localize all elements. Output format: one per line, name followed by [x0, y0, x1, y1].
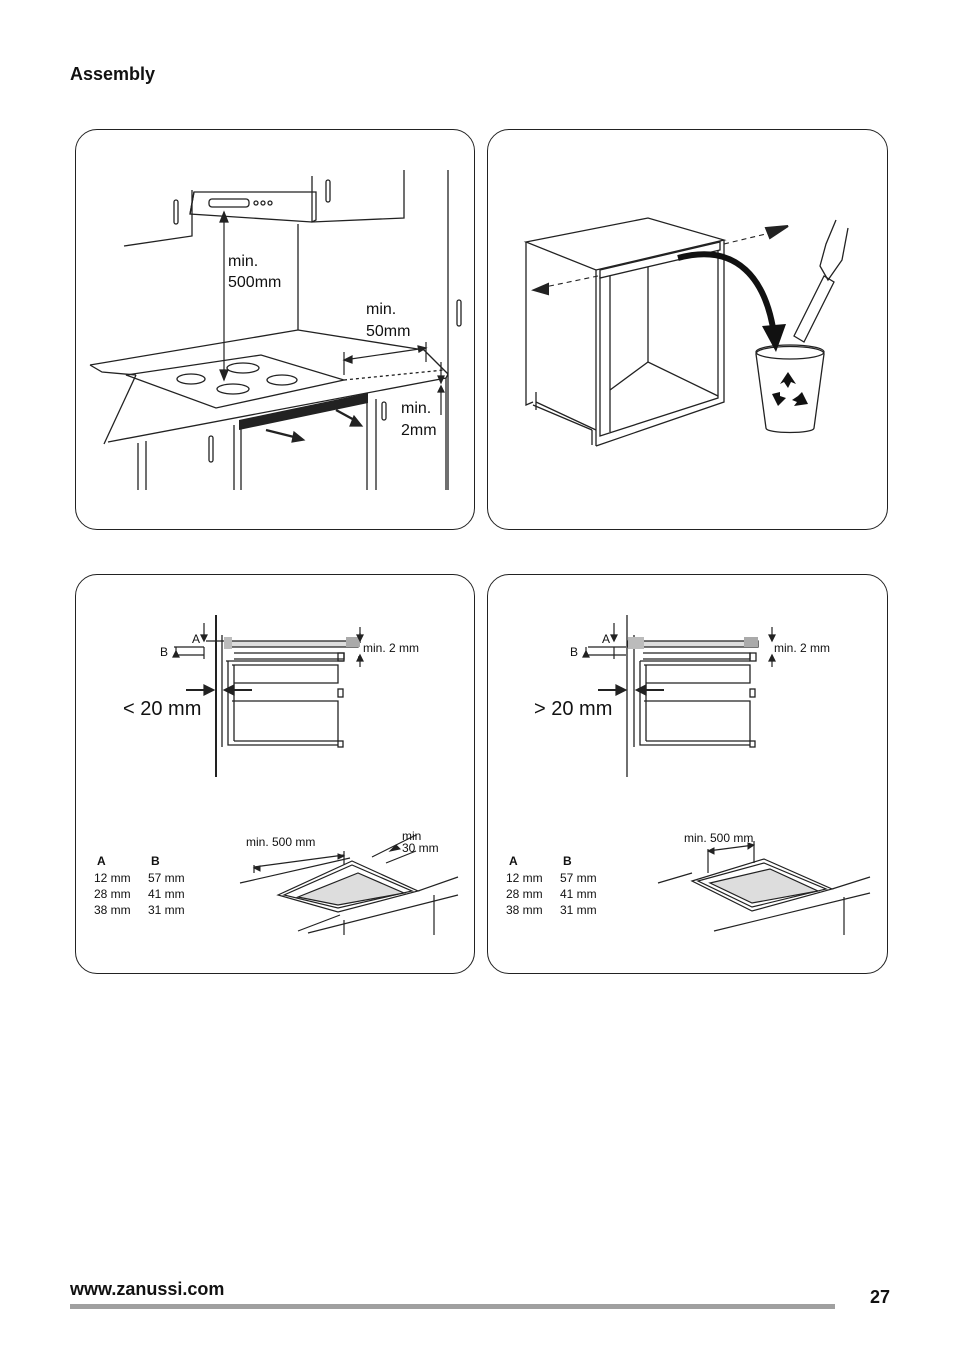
panel-gap-more-20: A B min. 2 mm > 20 mm min. 500 mm A B 12… — [487, 574, 888, 974]
label-b: B — [160, 645, 168, 659]
table-cell: 57 mm — [560, 871, 597, 885]
table-cell: 28 mm — [506, 887, 543, 901]
clearance-illustration: min. 500mm min. 50mm min. 2mm — [89, 170, 462, 490]
table-cell: 38 mm — [94, 903, 131, 917]
thickness-table: A B 12 mm 57 mm 28 mm 41 mm 38 mm 31 mm — [94, 854, 185, 917]
gap-label: > 20 mm — [534, 698, 612, 720]
table-cell: 41 mm — [148, 887, 185, 901]
table-cell: 31 mm — [148, 903, 185, 917]
table-header-b: B — [151, 854, 160, 868]
vertical-clearance-label-2: 500mm — [228, 274, 281, 291]
min-2mm-label: min. 2 mm — [774, 641, 830, 655]
page-number: 27 — [870, 1287, 891, 1307]
label-a: A — [192, 632, 200, 646]
panel-remove-strip — [487, 129, 888, 530]
table-cell: 12 mm — [506, 871, 543, 885]
min-2mm-label: min. 2 mm — [363, 641, 419, 655]
bottom-clearance-label-1: min. — [401, 400, 431, 417]
thickness-table: A B 12 mm 57 mm 28 mm 41 mm 38 mm 31 mm — [506, 854, 597, 917]
table-cell: 31 mm — [560, 903, 597, 917]
table-cell: 12 mm — [94, 871, 131, 885]
cutout-side-label-1: min — [402, 829, 421, 843]
table-cell: 57 mm — [148, 871, 185, 885]
remove-strip-illustration — [523, 217, 849, 447]
cutout-500-label: min. 500 mm — [246, 835, 315, 849]
side-clearance-label-1: min. — [366, 301, 396, 318]
page-heading: Assembly — [70, 64, 156, 84]
cutout-500-label: min. 500 mm — [684, 831, 753, 845]
gap-label: < 20 mm — [123, 698, 201, 720]
gap-more-illustration: A B min. 2 mm > 20 mm min. 500 mm A B 12… — [506, 615, 871, 935]
table-header-a: A — [97, 854, 106, 868]
recycle-icon — [771, 372, 809, 411]
panel-clearances: min. 500mm min. 50mm min. 2mm — [75, 129, 475, 530]
panel-gap-less-20: A B min. 2 mm < 20 mm min. 500 mm min 30… — [75, 574, 475, 974]
gap-less-illustration: A B min. 2 mm < 20 mm min. 500 mm min 30… — [94, 615, 459, 935]
side-clearance-label-2: 50mm — [366, 323, 410, 340]
table-header-b: B — [563, 854, 572, 868]
table-header-a: A — [509, 854, 518, 868]
footer-url[interactable]: www.zanussi.com — [70, 1279, 225, 1299]
table-cell: 41 mm — [560, 887, 597, 901]
label-b: B — [570, 645, 578, 659]
bottom-clearance-label-2: 2mm — [401, 422, 437, 439]
label-a: A — [602, 632, 610, 646]
table-cell: 38 mm — [506, 903, 543, 917]
cutout-side-label-2: 30 mm — [402, 841, 439, 855]
footer-divider — [70, 1304, 835, 1309]
table-cell: 28 mm — [94, 887, 131, 901]
vertical-clearance-label-1: min. — [228, 253, 258, 270]
